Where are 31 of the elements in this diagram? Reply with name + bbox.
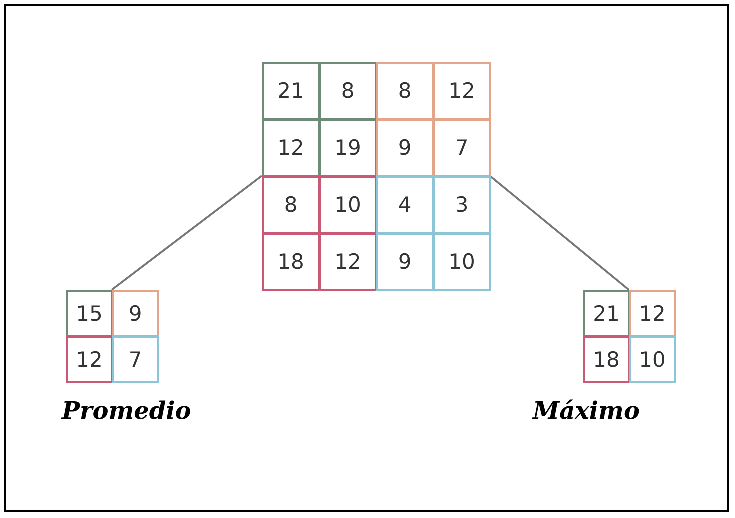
grid-cell: 12: [629, 290, 676, 337]
grid-cell: 4: [376, 176, 434, 234]
node-label: Promedio: [62, 396, 192, 425]
grid-cell: 3: [433, 176, 491, 234]
grid-cell: 7: [112, 336, 159, 383]
grid-cell: 10: [433, 233, 491, 291]
grid-cell: 18: [583, 336, 630, 383]
grid-cell: 10: [629, 336, 676, 383]
grid-cell: 21: [583, 290, 630, 337]
grid-cell: 12: [319, 233, 377, 291]
pixel-grid: [262, 62, 490, 290]
grid-cell: 19: [319, 119, 377, 177]
pixel-grid: [583, 290, 675, 382]
grid-cell: 18: [262, 233, 320, 291]
grid-cell: 9: [376, 233, 434, 291]
pixel-grid: [66, 290, 158, 382]
connector-line: [111, 175, 263, 291]
connector-line: [489, 175, 630, 291]
grid-cell: 12: [433, 62, 491, 120]
grid-cell: 9: [112, 290, 159, 337]
grid-cell: 10: [319, 176, 377, 234]
grid-cell: 12: [66, 336, 113, 383]
grid-cell: 8: [376, 62, 434, 120]
grid-cell: 15: [66, 290, 113, 337]
grid-cell: 12: [262, 119, 320, 177]
node-label: Máximo: [533, 396, 640, 425]
grid-cell: 21: [262, 62, 320, 120]
grid-cell: 7: [433, 119, 491, 177]
grid-cell: 8: [319, 62, 377, 120]
grid-cell: 8: [262, 176, 320, 234]
grid-cell: 9: [376, 119, 434, 177]
